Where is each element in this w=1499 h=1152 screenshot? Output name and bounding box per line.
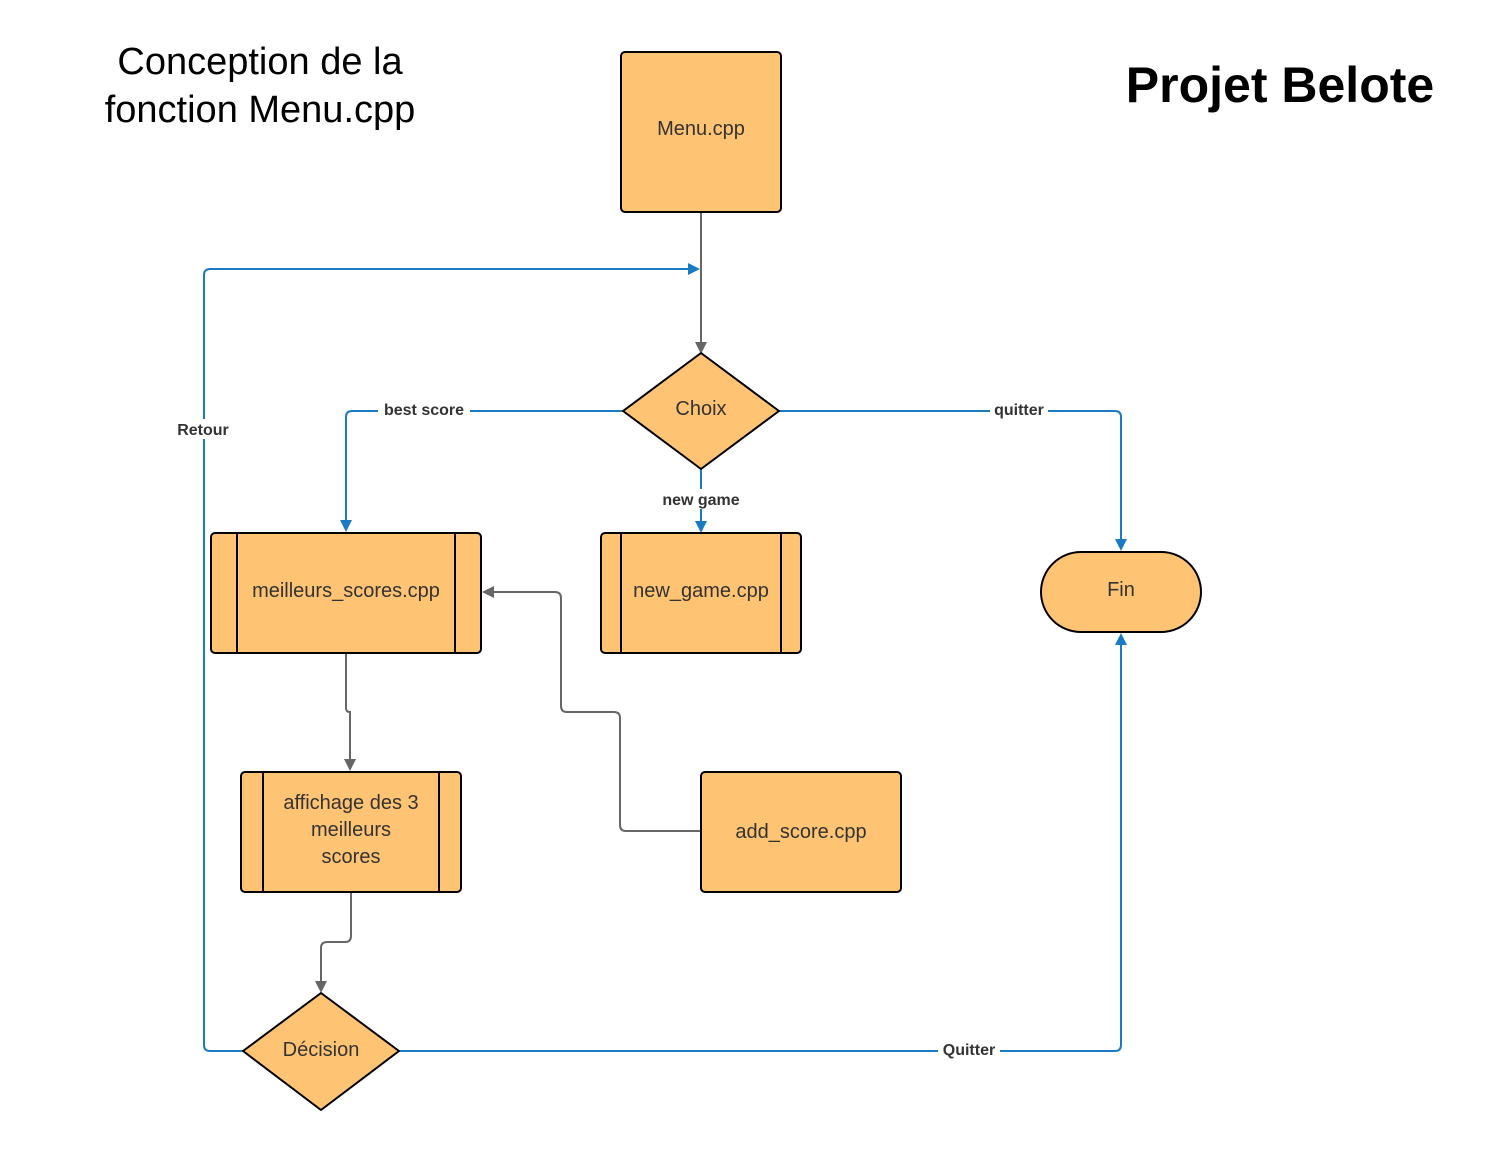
edge-label-best-score: best score (384, 402, 464, 419)
node-choix-label: Choix (675, 398, 726, 420)
node-new-game-label: new_game.cpp (633, 580, 769, 602)
edge-affichage-to-decision (315, 891, 352, 993)
node-affichage-label-2: meilleurs (311, 819, 391, 841)
node-menu-label: Menu.cpp (657, 118, 745, 140)
node-affichage-label-1: affichage des 3 (283, 792, 418, 814)
edge-label-quitter: quitter (994, 402, 1044, 419)
node-add-score-label: add_score.cpp (735, 821, 866, 843)
subtitle-line-2: fonction Menu.cpp (104, 89, 416, 131)
node-affichage-label-3: scores (322, 846, 381, 868)
node-add-score: add_score.cpp (700, 771, 902, 893)
node-fin: Fin (1040, 551, 1202, 633)
edge-best-score (340, 410, 623, 532)
node-menu: Menu.cpp (620, 51, 782, 213)
edge-quitter-decision (399, 633, 1127, 1052)
diagram-subtitle: Conception de la fonction Menu.cpp (60, 38, 460, 134)
node-new-game: new_game.cpp (600, 532, 802, 654)
edge-label-new-game: new game (662, 492, 739, 509)
subtitle-line-1: Conception de la (117, 41, 403, 83)
node-choix: Choix (622, 352, 780, 470)
edge-retour (203, 263, 700, 1052)
edge-scores-to-affichage (344, 653, 356, 771)
node-meilleurs-scores-label: meilleurs_scores.cpp (252, 580, 440, 602)
node-decision: Décision (242, 992, 400, 1111)
edge-label-quitter-decision: Quitter (943, 1042, 995, 1059)
diagram-title: Projet Belote (1125, 57, 1435, 113)
edge-addscore-to-scores (482, 586, 701, 832)
node-fin-label: Fin (1107, 579, 1135, 601)
edge-label-retour: Retour (177, 422, 229, 439)
node-meilleurs-scores: meilleurs_scores.cpp (210, 532, 482, 654)
edge-quitter (779, 410, 1127, 551)
node-affichage: affichage des 3 meilleurs scores (240, 771, 462, 893)
node-decision-label: Décision (283, 1039, 360, 1061)
